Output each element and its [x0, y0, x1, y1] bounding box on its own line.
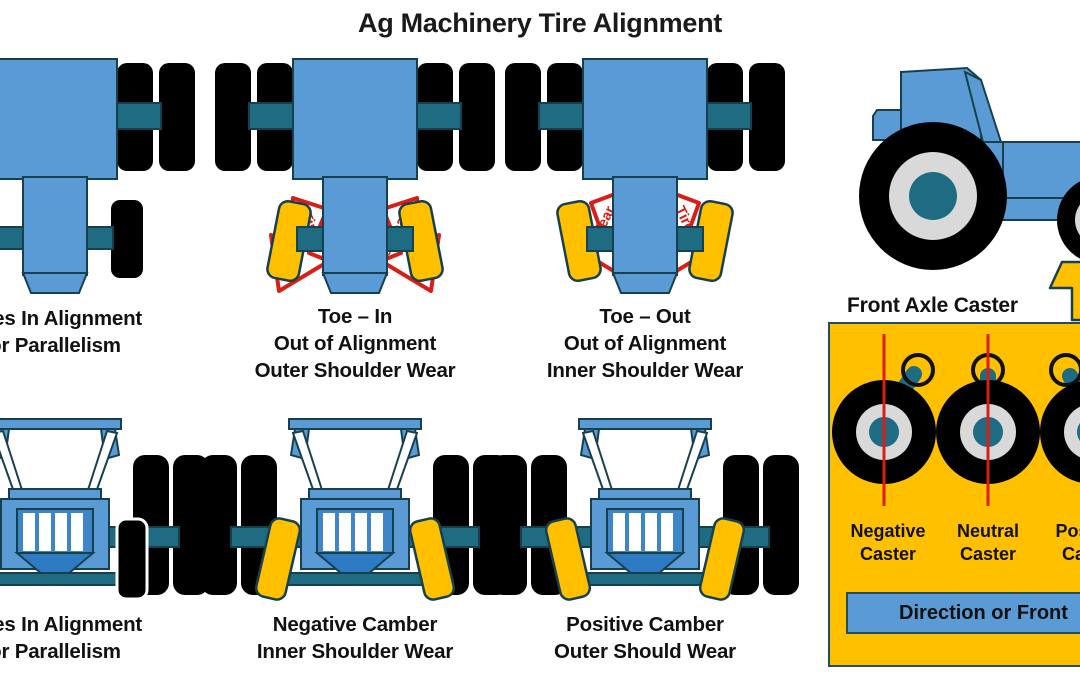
front-tires-group [111, 200, 143, 278]
tractor-nose [321, 272, 389, 294]
caster-negative [832, 334, 936, 506]
tractor-nose [611, 272, 679, 294]
rops-canopy [578, 418, 712, 497]
caption-line: Tires In Alignment [0, 307, 143, 330]
caption-line: Negative Camber [272, 613, 438, 636]
caption-line: Toe – In [317, 305, 393, 328]
grille [606, 508, 684, 554]
panel-title-front-axle-caster: Front Axle Caster [847, 294, 1018, 317]
caption-line: Positive Camber [566, 613, 724, 636]
grille [316, 508, 394, 554]
caption-negative-camber: Negative Camber Inner Shoulder Wear [205, 611, 505, 665]
front-axle-beam [0, 572, 124, 586]
front-tires-group [556, 199, 734, 283]
caster-wheels-group [832, 334, 1080, 506]
tractor-body-rear [292, 58, 418, 180]
front-tires-group [544, 517, 746, 601]
tractor-nose [21, 272, 89, 294]
caption-line: Outer Should Wear [554, 640, 736, 664]
front-wheel-tire [1057, 181, 1080, 259]
front-view-tractor-aligned [0, 418, 209, 601]
side-view-tractor-cell [815, 58, 1080, 298]
caster-hub [1077, 423, 1080, 441]
grille [16, 508, 94, 554]
front-tires-group [266, 199, 444, 283]
diagram-aligned-top: Tires In Alignment or Parallelism [0, 55, 205, 357]
tractor-body-rear [582, 58, 708, 180]
tractor-hood [612, 176, 678, 276]
caption-line: Out of Alignment [273, 332, 437, 356]
top-view-tractor-aligned [0, 58, 195, 294]
caption-positive-camber: Positive Camber Outer Should Wear [495, 611, 795, 665]
diagram-toe-in: Tire Wear Tire Wear Toe – In Out of Ali [205, 55, 505, 382]
diagram-positive-camber: Positive Camber Outer Should Wear [491, 415, 799, 663]
caster-label-line: Caster [959, 543, 1017, 564]
caption-toe-in: Toe – In Out of Alignment Outer Shoulder… [205, 303, 505, 384]
caster-neutral [936, 334, 1040, 506]
direction-banner-label: Direction or Front [899, 601, 1068, 624]
caster-label-negative: Negative Caster [838, 520, 938, 565]
direction-or-front-banner: Direction or Front [846, 592, 1080, 634]
caption-line: or Parallelism [0, 334, 121, 358]
caster-label-positive: Positive Caster [1042, 520, 1080, 565]
front-tires-group [115, 517, 149, 601]
side-view-tractor [859, 66, 1080, 270]
front-view-tractor-positive-camber [491, 418, 799, 601]
top-view-tractor-toe-out: Tire Wear Tire Wear [505, 58, 785, 294]
caster-panel: Negative Caster Neutral Caster Positive … [828, 322, 1080, 667]
caption-line: Inner Shoulder Wear [546, 359, 744, 383]
up-arrow-yellow-cell [1032, 260, 1080, 322]
tractor-hood [22, 176, 88, 276]
up-arrow-yellow [1048, 260, 1080, 322]
rear-wheel-hub [909, 172, 957, 220]
diagram-negative-camber: Negative Camber Inner Shoulder Wear [201, 415, 509, 663]
caption-aligned-front: Tires In Alignment or Parallelism [0, 611, 205, 665]
diagram-toe-out: Tire Wear Tire Wear Toe – Out Out of Al [495, 55, 795, 382]
caster-rim [1064, 406, 1080, 458]
caption-line: Tires In Alignment [0, 613, 143, 636]
caster-label-neutral: Neutral Caster [940, 520, 1036, 565]
tractor-hood [322, 176, 388, 276]
rear-tires-group [215, 63, 495, 171]
front-wheel-rim [1075, 204, 1080, 236]
caster-label-line: Caster [1061, 543, 1080, 564]
caption-line: Out of Alignment [563, 332, 727, 356]
caption-aligned-top: Tires In Alignment or Parallelism [0, 305, 205, 359]
caster-tire [1040, 381, 1080, 483]
caster-label-line: Negative [850, 521, 926, 541]
caption-line: Inner Shoulder Wear [256, 640, 454, 664]
front-axle-beam [286, 572, 424, 586]
front-tires-group [254, 517, 456, 601]
front-weight [604, 552, 686, 587]
front-view-tractor-negative-camber [201, 418, 509, 601]
tractor-body-rear [0, 58, 118, 180]
front-axle-beam [576, 572, 714, 586]
front-weight [314, 552, 396, 587]
top-view-tractor-toe-in: Tire Wear Tire Wear [215, 58, 495, 294]
caster-positive [1040, 353, 1080, 483]
caster-label-line: Neutral [956, 521, 1019, 541]
pivot-ring [901, 353, 935, 387]
rops-canopy [288, 418, 422, 497]
front-weight [14, 552, 96, 587]
caster-label-line: Caster [859, 543, 917, 564]
pivot-ring [1049, 353, 1080, 387]
page-title: Ag Machinery Tire Alignment [358, 8, 722, 38]
diagram-aligned-front: Tires In Alignment or Parallelism [0, 415, 209, 663]
caption-line: or Parallelism [0, 640, 121, 664]
caster-label-line: Positive [1055, 521, 1080, 541]
caption-line: Outer Shoulder Wear [254, 359, 456, 383]
rops-canopy [0, 418, 122, 497]
caption-line: Toe – Out [599, 305, 691, 328]
caption-toe-out: Toe – Out Out of Alignment Inner Shoulde… [495, 303, 795, 384]
